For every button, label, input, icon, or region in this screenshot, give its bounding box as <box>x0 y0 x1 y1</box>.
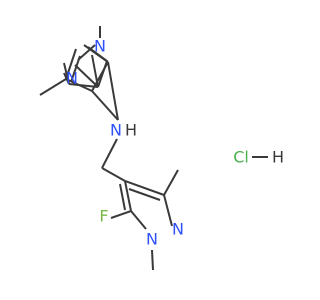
atom-hydrogen: H <box>272 148 284 167</box>
amine-bond <box>91 90 119 121</box>
bond <box>91 61 109 92</box>
atom-n-upper-1: N <box>94 37 106 56</box>
methyl-bond <box>151 249 154 271</box>
atom-n-upper-2: N <box>66 69 78 88</box>
upper-substituents <box>39 26 119 121</box>
nh-to-ch2-bond <box>101 138 118 169</box>
bond <box>70 55 81 83</box>
atom-labels: N N N H F N N <box>66 37 184 249</box>
bond <box>65 78 93 92</box>
atom-n-lower-1: N <box>146 230 158 249</box>
methyl-bond <box>39 78 67 96</box>
fluoro-bond <box>110 210 132 219</box>
lower-substituents <box>110 169 179 271</box>
lower-pyrazole-ring <box>119 180 173 230</box>
atom-chlorine: Cl <box>233 148 249 167</box>
bond <box>83 44 109 63</box>
structure-diagram: N N N H F N N Cl H <box>39 26 284 271</box>
bond <box>74 64 99 88</box>
amine-bond <box>107 61 119 121</box>
bond <box>128 188 161 201</box>
atom-n-lower-2: N <box>172 220 184 239</box>
linker <box>101 138 126 182</box>
bond <box>77 44 96 61</box>
bond <box>119 183 126 211</box>
bond <box>124 180 132 212</box>
methyl-bond <box>163 169 179 196</box>
atom-fluorine: F <box>99 207 108 226</box>
atom-n-linker: N <box>110 121 122 140</box>
atom-h-linker: H <box>125 121 137 140</box>
bond <box>65 48 77 80</box>
bond <box>124 180 165 196</box>
bond <box>163 194 173 227</box>
upper-ring-bonds <box>65 44 109 92</box>
ch2-to-ring-bond <box>101 167 126 182</box>
hcl-salt: Cl H <box>233 148 284 167</box>
bond <box>68 83 99 88</box>
bond <box>130 210 147 230</box>
